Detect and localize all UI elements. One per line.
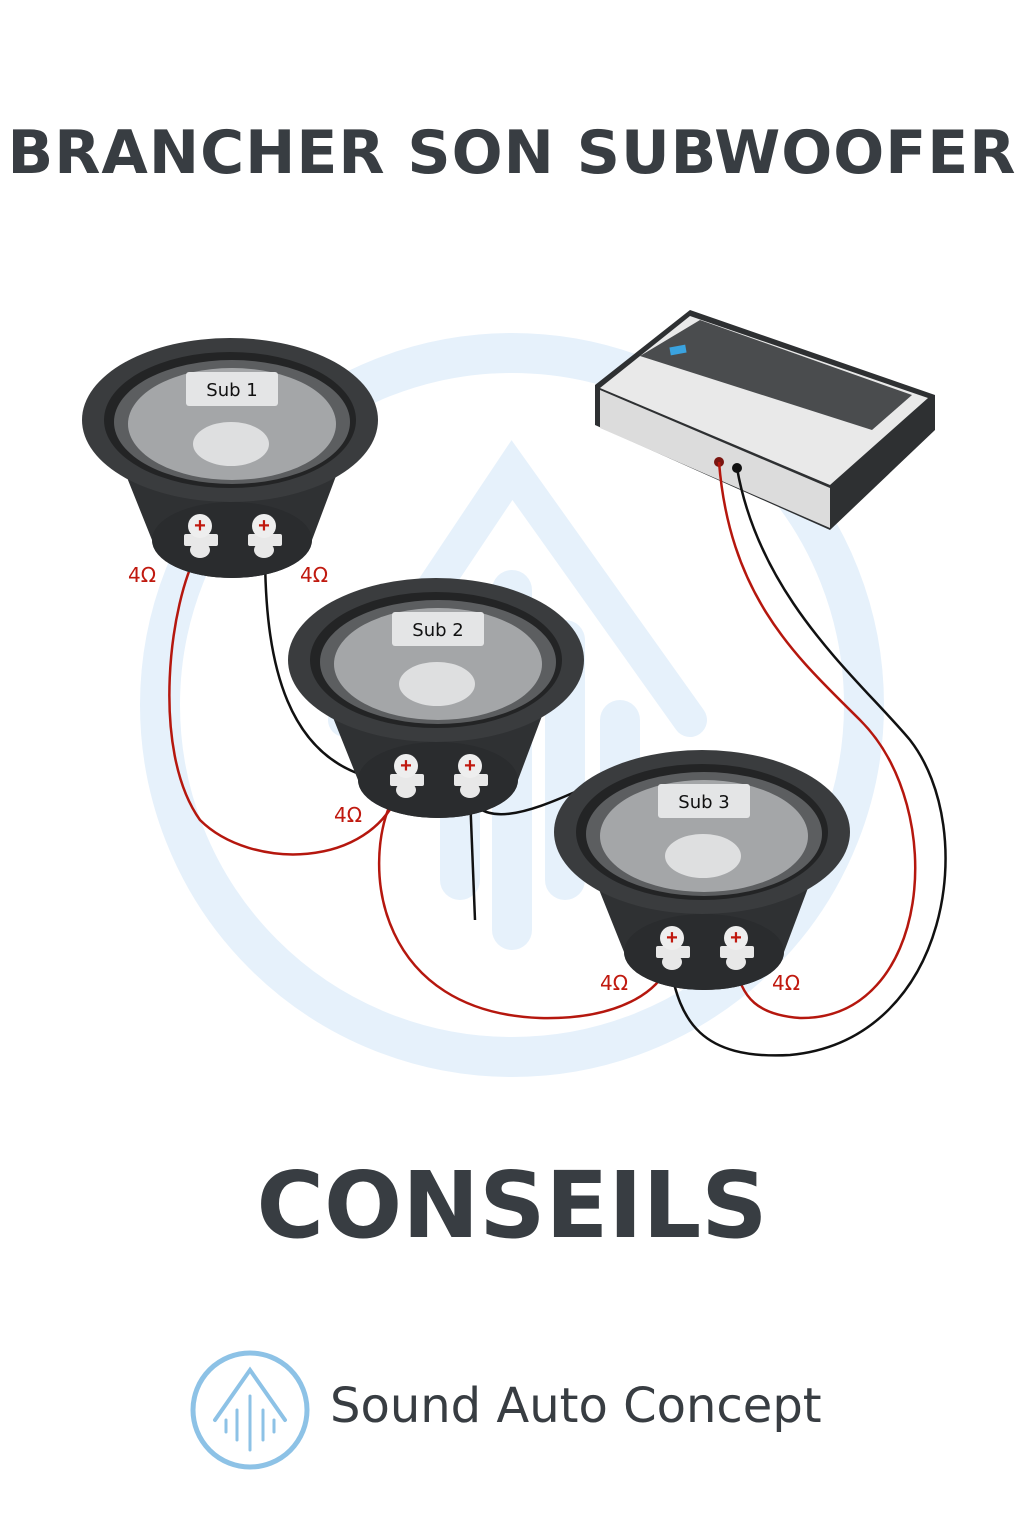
sub-label: Sub 2 <box>412 620 463 641</box>
wire-positive <box>377 799 670 1020</box>
plus-icon: + <box>258 515 270 537</box>
wire-positive <box>717 461 917 1020</box>
subwoofer-2: Sub 2 + + 4Ω <box>288 578 584 827</box>
wire-positive <box>168 551 402 856</box>
sub-label: Sub 1 <box>206 380 257 401</box>
impedance-label: 4Ω <box>128 563 156 587</box>
section-heading: CONSEILS <box>256 1152 768 1259</box>
plus-icon: + <box>730 927 742 949</box>
sub-label: Sub 3 <box>678 792 729 813</box>
plus-icon: + <box>400 755 412 777</box>
wire-negative <box>468 794 477 921</box>
plus-icon: + <box>666 927 678 949</box>
page-title: BRANCHER SON SUBWOOFER <box>7 118 1017 188</box>
brand-name: Sound Auto Concept <box>330 1378 822 1434</box>
impedance-label: 4Ω <box>300 563 328 587</box>
brand-logo-icon <box>190 1350 310 1470</box>
plus-icon: + <box>464 755 476 777</box>
plus-icon: + <box>194 515 206 537</box>
subwoofer-1: Sub 1 + + 4Ω 4Ω <box>82 338 378 587</box>
amplifier <box>595 310 935 530</box>
wire-negative <box>668 467 947 1057</box>
impedance-label: 4Ω <box>600 971 628 995</box>
impedance-label: 4Ω <box>772 971 800 995</box>
subwoofer-3: Sub 3 + + 4Ω 4Ω <box>554 750 850 995</box>
impedance-label: 4Ω <box>334 803 362 827</box>
